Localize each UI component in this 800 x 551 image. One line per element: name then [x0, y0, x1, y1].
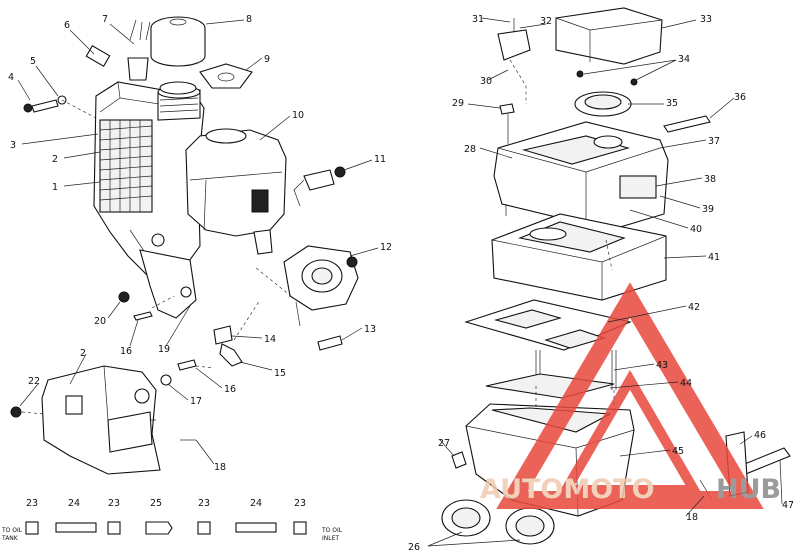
callout-33: 33: [700, 14, 712, 25]
watermark: AUTOMOTO HUB: [480, 282, 781, 509]
hose-notes: TO OIL TANK TO OIL INLET: [1, 527, 343, 542]
callout-23a: 23: [26, 498, 38, 509]
callout-9: 9: [264, 54, 270, 65]
callout-16b: 16: [224, 384, 236, 395]
callout-16: 16: [120, 346, 132, 357]
mounting-bracket: [41, 365, 161, 475]
callout-39: 39: [702, 204, 714, 215]
note-to-oil-tank-1: TO OIL: [1, 527, 23, 534]
callout-4: 4: [8, 72, 14, 83]
callout-46: 46: [754, 430, 766, 441]
callout-8: 8: [246, 14, 252, 25]
oil-pump: [283, 245, 359, 327]
callout-27: 27: [438, 438, 450, 449]
leader-lines: [17, 17, 783, 547]
note-to-oil-tank-2: TANK: [1, 535, 19, 542]
callout-20: 20: [94, 316, 106, 327]
callout-14: 14: [264, 334, 276, 345]
hose-row: [25, 521, 307, 535]
callout-47: 47: [782, 500, 794, 511]
callout-36: 36: [734, 92, 746, 103]
callout-26: 26: [408, 542, 420, 551]
tank-cap: [150, 16, 206, 67]
callout-2-star: 2: [80, 348, 86, 359]
callout-42: 42: [688, 302, 700, 313]
callout-23c: 23: [198, 498, 210, 509]
callout-18b: 18: [686, 512, 698, 523]
callout-19: 19: [158, 344, 170, 355]
callout-23b: 23: [108, 498, 120, 509]
callout-5: 5: [30, 56, 36, 67]
callout-25: 25: [150, 498, 162, 509]
watermark-brand: AUTOMOTO: [480, 474, 655, 505]
note-to-oil-inlet-1: TO OIL: [321, 527, 343, 534]
callout-38: 38: [704, 174, 716, 185]
callout-24a: 24: [68, 498, 80, 509]
callout-40: 40: [690, 224, 702, 235]
callout-41: 41: [708, 252, 720, 263]
callout-2: 2: [52, 154, 58, 165]
callout-44: 44: [680, 378, 692, 389]
air-box-assembly: [441, 7, 791, 545]
callout-labels: 4 5 6 7 8 9 10 11 3 2 1 12 20 16 19 14 1…: [8, 14, 794, 551]
callout-28: 28: [464, 144, 476, 155]
watermark-brand-tail: HUB: [716, 474, 781, 505]
intake-boots: [441, 499, 555, 545]
callout-43: 43: [656, 360, 668, 371]
callout-23d: 23: [294, 498, 306, 509]
callout-10: 10: [292, 110, 304, 121]
callout-13: 13: [364, 324, 376, 335]
callout-17: 17: [190, 396, 202, 407]
callout-29: 29: [452, 98, 464, 109]
callout-12: 12: [380, 242, 392, 253]
callout-1: 1: [52, 182, 58, 193]
callout-45: 45: [672, 446, 684, 457]
cooling-fins: [99, 119, 153, 213]
callout-32: 32: [540, 16, 552, 27]
watermark-triangle-icon: [496, 282, 764, 509]
callout-31: 31: [472, 14, 484, 25]
callout-37: 37: [708, 136, 720, 147]
callout-18: 18: [214, 462, 226, 473]
callout-24b: 24: [250, 498, 262, 509]
callout-3: 3: [10, 140, 16, 151]
callout-6: 6: [64, 20, 70, 31]
note-to-oil-inlet-2: INLET: [322, 535, 339, 542]
callout-15: 15: [274, 368, 286, 379]
callout-11: 11: [374, 154, 386, 165]
callout-22: 22: [28, 376, 40, 387]
oil-tank-assembly: [10, 16, 359, 535]
callout-35: 35: [666, 98, 678, 109]
callout-7: 7: [102, 14, 108, 25]
callout-30: 30: [480, 76, 492, 87]
callout-34: 34: [678, 54, 690, 65]
